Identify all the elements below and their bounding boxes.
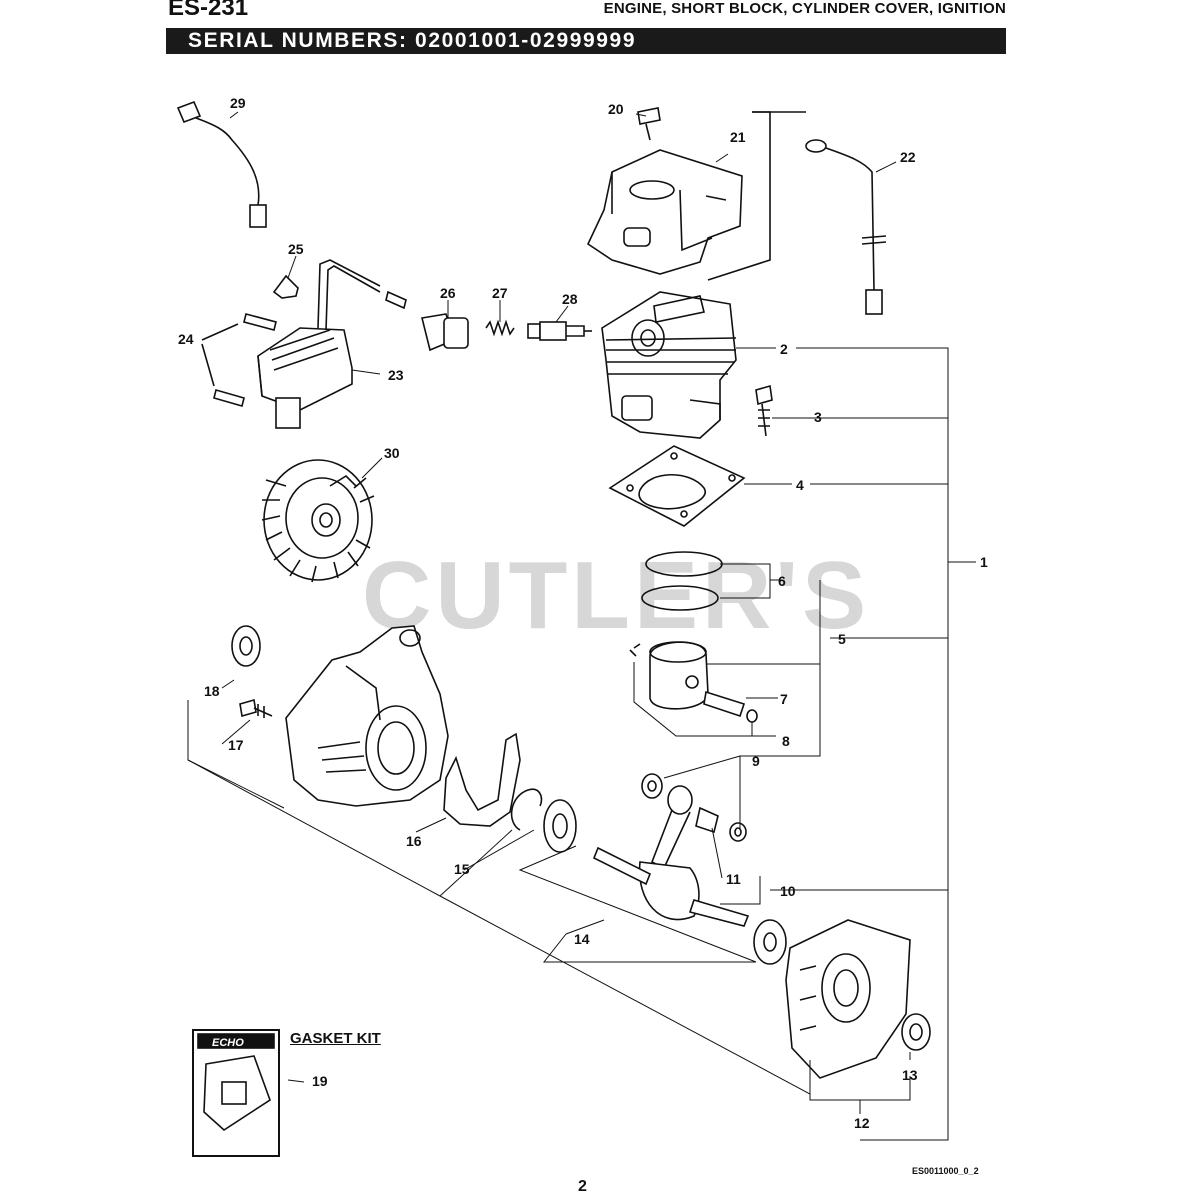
part-3-bolt: [755, 384, 773, 437]
callout-28: 28: [562, 291, 578, 307]
document-code: ES0011000_0_2: [912, 1166, 979, 1176]
callout-24: 24: [178, 331, 194, 347]
callout-18: 18: [204, 683, 220, 699]
callout-22: 22: [900, 149, 916, 165]
part-20-bolt: [637, 107, 661, 141]
callout-17: 17: [228, 737, 244, 753]
part-26-plug-boot: [421, 313, 469, 352]
callout-23: 23: [388, 367, 404, 383]
part-17-bolt: [239, 698, 273, 718]
callout-4: 4: [796, 477, 804, 493]
callout-29: 29: [230, 95, 246, 111]
callout-30: 30: [384, 445, 400, 461]
callout-27: 27: [492, 285, 508, 301]
part-27-spring: [485, 319, 515, 337]
callout-2: 2: [780, 341, 788, 357]
part-23-ignition-coil: [257, 259, 407, 429]
part-19-gasket-kit: [192, 1029, 280, 1157]
part-12-crankcase-right-half: [785, 919, 911, 1079]
part-7-piston-pin: [703, 690, 746, 718]
callout-8: 8: [782, 733, 790, 749]
callout-5: 5: [838, 631, 846, 647]
part-28-spark-plug: [527, 321, 592, 341]
watermark: CUTLER'S: [362, 542, 870, 649]
callout-11: 11: [726, 871, 741, 887]
callout-14: 14: [574, 931, 590, 947]
callout-19: 19: [312, 1073, 328, 1089]
callout-10: 10: [780, 883, 796, 899]
part-11-needle-bearing: [695, 806, 719, 834]
echo-logo: ECHO: [212, 1037, 244, 1049]
model-number: ES-231: [168, 0, 249, 21]
part-14-bearings: [543, 799, 787, 965]
callout-3: 3: [814, 409, 822, 425]
callout-21: 21: [730, 129, 746, 145]
callout-12: 12: [854, 1115, 870, 1131]
callout-7: 7: [780, 691, 788, 707]
part-2-cylinder: [601, 291, 737, 439]
callout-16: 16: [406, 833, 422, 849]
part-13-oil-seal: [901, 1013, 931, 1051]
part-24-screws: [201, 313, 277, 407]
part-15-snap-ring: [510, 788, 543, 831]
leader-lines: [187, 111, 976, 1141]
callout-25: 25: [288, 241, 304, 257]
page-number: 2: [578, 1178, 587, 1195]
callout-6: 6: [778, 573, 786, 589]
crankcase-left-half: [285, 625, 449, 807]
gasket-kit-label: GASKET KIT: [290, 1030, 381, 1047]
callout-15: 15: [454, 861, 470, 877]
part-10-crankshaft: [592, 785, 750, 927]
callout-9: 9: [752, 753, 760, 769]
part-22-ground-wire: [805, 139, 887, 315]
part-29-lead-wire: [176, 100, 267, 228]
part-4-gasket: [608, 445, 746, 527]
part-30-flywheel: [261, 459, 375, 583]
callout-1: 1: [980, 554, 988, 570]
part-8-clip: [746, 709, 758, 723]
part-25-clip: [272, 274, 299, 299]
page-title: ENGINE, SHORT BLOCK, CYLINDER COVER, IGN…: [603, 0, 1006, 17]
callout-labels: 29 20 21 22 25 26 27 28 24 2 23 3 30 4 1…: [178, 95, 988, 1131]
part-18-oil-seal: [231, 625, 261, 667]
callout-20: 20: [608, 101, 624, 117]
part-16-crankcase-gasket: [443, 732, 521, 827]
part-9-washers: [641, 773, 747, 842]
part-21-cylinder-cover: [586, 111, 806, 281]
callout-13: 13: [902, 1067, 918, 1083]
callout-26: 26: [440, 285, 456, 301]
serial-numbers-bar: SERIAL NUMBERS: 02001001-02999999: [166, 28, 1006, 54]
part-5-piston: [629, 641, 709, 710]
